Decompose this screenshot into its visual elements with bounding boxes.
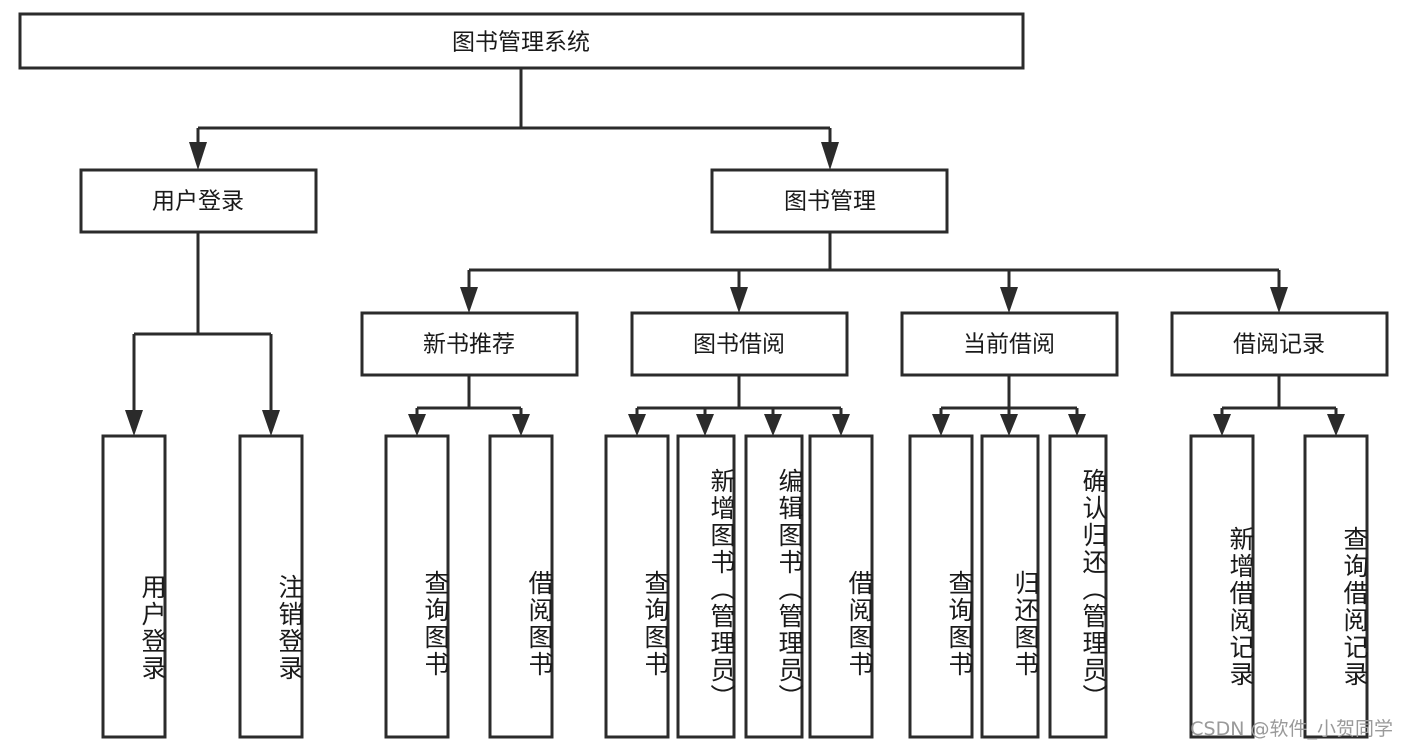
leaf-borrow-book-2-box[interactable] [808, 434, 874, 739]
leaf-logout-login-box[interactable] [238, 434, 304, 739]
leaf-query-record-box[interactable] [1303, 434, 1369, 739]
node-new-book-recommend-label: 新书推荐 [423, 332, 515, 358]
node-user-login-label: 用户登录 [152, 189, 244, 215]
arrow-head-leaf-return-book [1000, 414, 1018, 436]
leaf-nodes-group [101, 434, 1369, 739]
arrow-head-book-borrow [730, 287, 748, 313]
arrow-head-leaf-borrow-book-2 [832, 414, 850, 436]
watermark-text: CSDN @软件_小贺同学 [1190, 718, 1393, 740]
arrow-head-current-borrow [1000, 287, 1018, 313]
leaf-confirm-return-box[interactable] [1048, 434, 1108, 739]
arrow-head-user-login [189, 142, 207, 170]
arrow-head-leaf-confirm-return [1068, 414, 1086, 436]
leaf-query-book-3-box[interactable] [908, 434, 974, 739]
node-borrow-record-label: 借阅记录 [1233, 332, 1325, 358]
node-current-borrow-label: 当前借阅 [963, 332, 1055, 358]
leaf-edit-book-box[interactable] [744, 434, 804, 739]
node-book-borrow[interactable]: 图书借阅 [630, 311, 849, 377]
leaf-add-book-box[interactable] [676, 434, 736, 739]
leaf-add-record-box[interactable] [1189, 434, 1255, 739]
connector-group-current-borrow [932, 375, 1086, 436]
arrow-head-book-management [821, 142, 839, 170]
arrow-head-leaf-query-book-1 [408, 414, 426, 436]
arrow-head-leaf-add-record [1213, 414, 1231, 436]
arrow-head-borrow-record [1270, 287, 1288, 313]
leaf-borrow-book-1-box[interactable] [488, 434, 554, 739]
leaf-query-book-1-box[interactable] [384, 434, 450, 739]
node-borrow-record-box[interactable] [1170, 311, 1389, 377]
node-root[interactable]: 图书管理系统 [18, 12, 1025, 70]
arrow-head-leaf-query-book-2 [628, 414, 646, 436]
arrow-head-leaf-borrow-book-1 [512, 414, 530, 436]
node-current-borrow-box[interactable] [900, 311, 1119, 377]
node-current-borrow[interactable]: 当前借阅 [900, 311, 1119, 377]
node-book-management-label: 图书管理 [784, 189, 876, 215]
node-user-login[interactable]: 用户登录 [79, 168, 318, 234]
node-book-borrow-label: 图书借阅 [693, 332, 785, 358]
node-root-label: 图书管理系统 [452, 30, 590, 56]
node-book-management[interactable]: 图书管理 [710, 168, 949, 234]
node-root-box[interactable] [18, 12, 1025, 70]
connector-group-book-borrow [628, 375, 850, 436]
arrow-head-leaf-query-book-3 [932, 414, 950, 436]
arrow-head-leaf-add-book [696, 414, 714, 436]
node-borrow-record[interactable]: 借阅记录 [1170, 311, 1389, 377]
leaf-return-book-box[interactable] [980, 434, 1040, 739]
leaf-query-book-2-box[interactable] [604, 434, 670, 739]
node-new-book-recommend-box[interactable] [360, 311, 579, 377]
node-book-borrow-box[interactable] [630, 311, 849, 377]
node-user-login-box[interactable] [79, 168, 318, 234]
connector-group-new-book-recommend [408, 375, 530, 436]
connector-group-root [189, 68, 839, 170]
arrow-head-leaf-edit-book [764, 414, 782, 436]
arrow-head-leaf-query-record [1327, 414, 1345, 436]
arrow-head-leaf-user-login [125, 410, 143, 436]
connector-group-book-management [460, 232, 1288, 313]
leaf-user-login-box[interactable] [101, 434, 167, 739]
arrow-head-leaf-logout-login [262, 410, 280, 436]
arrow-head-new-book-recommend [460, 287, 478, 313]
node-new-book-recommend[interactable]: 新书推荐 [360, 311, 579, 377]
node-book-management-box[interactable] [710, 168, 949, 234]
connector-group-user-login [125, 232, 280, 436]
connector-group-borrow-record [1213, 375, 1345, 436]
